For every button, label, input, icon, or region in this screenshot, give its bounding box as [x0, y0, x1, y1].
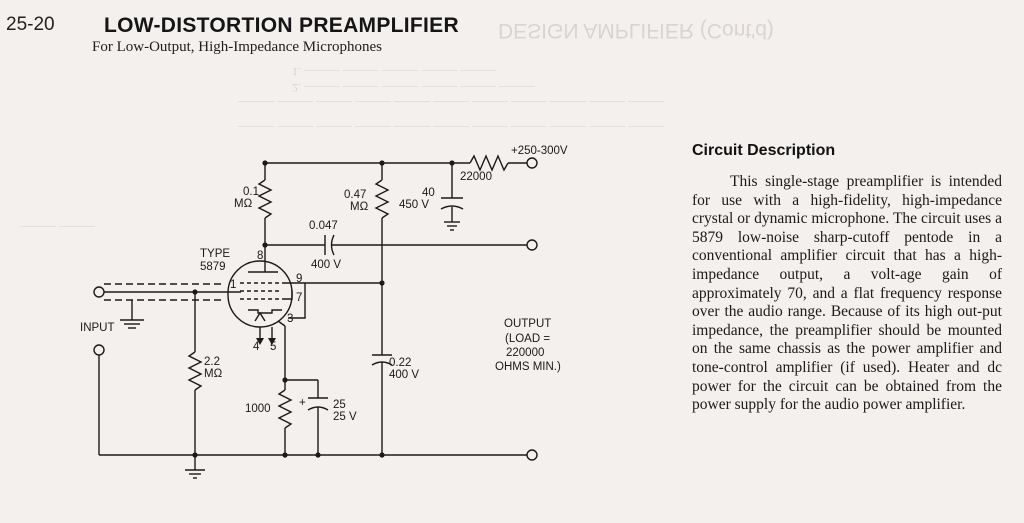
- plate-resistor-value: 0.1: [243, 186, 259, 198]
- screen-bypass-capacitor-value: 0.22: [389, 357, 411, 369]
- cathode-resistor: [277, 389, 293, 429]
- heater-pin-arrow: [268, 338, 276, 345]
- heater-pin-arrow: [256, 338, 264, 345]
- circuit-description-heading: Circuit Description: [692, 142, 836, 159]
- cathode-capacitor-voltage: 25 V: [333, 411, 357, 423]
- filter-capacitor-voltage: 450 V: [399, 199, 429, 211]
- supply-resistor: [469, 154, 509, 172]
- output-load-line: OHMS MIN.): [495, 361, 561, 373]
- junction-dots: [192, 160, 455, 458]
- input-terminal-hot[interactable]: [93, 286, 105, 298]
- circuit-description-body: This single-stage preamplifier is intend…: [692, 173, 1002, 414]
- page-number: 25-20: [6, 14, 55, 35]
- pin-label: 5: [270, 341, 276, 353]
- screen-bypass-capacitor-voltage: 400 V: [389, 369, 419, 381]
- screen-resistor-value: 0.47: [344, 189, 366, 201]
- page-subtitle: For Low-Output, High-Impedance Microphon…: [92, 39, 382, 55]
- plate-resistor: [257, 179, 273, 219]
- pin-label: 9: [296, 273, 302, 285]
- supply-resistor-value: 22000: [460, 171, 492, 183]
- coupling-capacitor-value: 0.047: [309, 220, 338, 232]
- output-load-line: 220000: [506, 347, 544, 359]
- pin-label: 3: [287, 313, 293, 325]
- output-terminal-ground[interactable]: [526, 449, 538, 461]
- pentode-tube: [227, 260, 293, 328]
- coupling-capacitor-voltage: 400 V: [311, 259, 341, 271]
- output-load-line: (LOAD =: [505, 333, 550, 345]
- input-terminal-ground[interactable]: [93, 344, 105, 356]
- pin-label: 4: [253, 341, 260, 353]
- cathode-resistor-value: 1000: [245, 403, 271, 415]
- page-title: LOW-DISTORTION PREAMPLIFIER: [104, 14, 459, 37]
- pin-label: 7: [296, 292, 302, 304]
- supply-terminal[interactable]: [526, 157, 538, 169]
- filter-capacitor-value: 40: [422, 187, 435, 199]
- supply-voltage-label: +250-300V: [511, 145, 568, 157]
- screen-resistor-unit: MΩ: [350, 201, 369, 213]
- grid-resistor-value: 2.2: [204, 356, 220, 368]
- input-label: INPUT: [80, 322, 115, 334]
- tube-type-label: TYPE: [200, 248, 230, 260]
- grid-resistor-unit: MΩ: [204, 368, 223, 380]
- screen-resistor: [374, 179, 390, 219]
- pin-label: 1: [230, 279, 236, 291]
- grid-resistor: [187, 351, 203, 391]
- polarity-plus: +: [299, 397, 306, 409]
- output-label: OUTPUT: [504, 318, 551, 330]
- cathode-capacitor-value: 25: [333, 399, 346, 411]
- output-terminal-hot[interactable]: [526, 239, 538, 251]
- tube-type-number: 5879: [200, 261, 226, 273]
- plate-resistor-unit: MΩ: [234, 198, 253, 210]
- pin-label: 8: [257, 250, 263, 262]
- preamplifier-schematic: +250-300V 22000 0.1 MΩ 0.47 MΩ 40 450 V …: [80, 145, 568, 479]
